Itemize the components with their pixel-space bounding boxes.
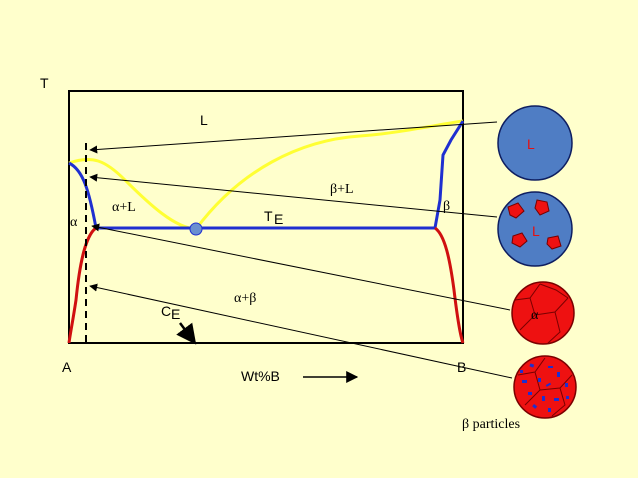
pointer-alpha-liquid bbox=[89, 173, 498, 218]
eutectic-comp-label: C bbox=[161, 303, 171, 319]
region-alpha-l-label: α+L bbox=[112, 200, 136, 215]
region-alpha-beta-label: α+β bbox=[234, 291, 256, 306]
region-l-label: L bbox=[200, 112, 208, 128]
micro-alpha-beta-circle bbox=[513, 355, 577, 419]
micro-liquid-label: L bbox=[527, 136, 535, 152]
region-alpha-label: α bbox=[70, 215, 78, 230]
eutectic-temp-label: T bbox=[264, 208, 273, 224]
micro-alpha-beta bbox=[513, 355, 577, 419]
beta-particles bbox=[520, 363, 569, 412]
grain-boundaries-2 bbox=[517, 357, 573, 417]
alpha-grain-2 bbox=[534, 199, 550, 216]
pointer-liquid bbox=[89, 121, 498, 154]
micro-alpha-label: α bbox=[531, 308, 539, 323]
alpha-grain-3 bbox=[511, 232, 528, 248]
micro-alpha-liquid: L bbox=[497, 191, 573, 267]
micro-alpha-liquid-label: L bbox=[532, 223, 540, 239]
pointer-alpha-beta bbox=[89, 283, 513, 379]
micro-liquid-circle bbox=[497, 105, 573, 181]
ce-arrow bbox=[176, 322, 197, 345]
micro-liquid: L bbox=[497, 105, 573, 181]
axis-x-label: Wt%B bbox=[241, 368, 280, 384]
micro-alpha: α bbox=[511, 281, 575, 345]
axis-a-label: A bbox=[62, 359, 72, 375]
solvus-line-right bbox=[433, 226, 465, 344]
pointer-alpha bbox=[91, 223, 511, 311]
eutectic-point bbox=[189, 222, 203, 236]
alpha-grain-1 bbox=[507, 202, 525, 219]
plot-frame bbox=[68, 90, 464, 344]
micro-alpha-circle bbox=[511, 281, 575, 345]
region-beta-l-label: β+L bbox=[330, 182, 354, 197]
solidus-line-right bbox=[433, 120, 465, 229]
eutectic-temp-subscript: E bbox=[274, 211, 283, 227]
grain-boundaries bbox=[514, 283, 569, 344]
liquidus-line-right bbox=[194, 119, 464, 230]
axis-b-label: B bbox=[457, 359, 466, 375]
region-beta-label: β bbox=[443, 199, 450, 214]
axis-t-label: T bbox=[40, 75, 49, 91]
solvus-line-left bbox=[67, 226, 97, 344]
eutectic-comp-subscript: E bbox=[171, 306, 180, 322]
beta-particles-label: β particles bbox=[462, 417, 520, 432]
alpha-grain-4 bbox=[546, 235, 562, 250]
